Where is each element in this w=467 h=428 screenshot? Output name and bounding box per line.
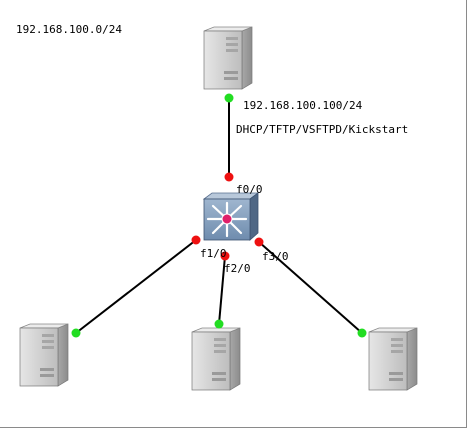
port-dot-f2: [220, 251, 230, 261]
port-dot-f0: [224, 172, 234, 182]
link-switch-client-center: [218, 255, 226, 325]
link-up-dot-client-left: [71, 328, 81, 338]
port-dot-f1: [191, 235, 201, 245]
link-switch-client-right: [258, 241, 363, 334]
link-up-dot-client-right: [357, 328, 367, 338]
link-switch-client-left: [75, 239, 197, 334]
server-ip-label: 192.168.100.100/24: [243, 99, 363, 112]
port-label-f0: f0/0: [236, 183, 263, 196]
port-label-f2: f2/0: [224, 262, 251, 275]
server-icon[interactable]: [203, 26, 253, 90]
port-label-f1: f1/0: [200, 247, 227, 260]
switch-center-dot: [221, 213, 233, 225]
client-center-icon[interactable]: [191, 327, 241, 391]
switch-icon[interactable]: [202, 192, 260, 241]
server-services-label: DHCP/TFTP/VSFTPD/Kickstart: [236, 123, 409, 136]
link-up-dot-server: [224, 93, 234, 103]
client-left-icon[interactable]: [19, 323, 69, 387]
port-label-f3: f3/0: [262, 250, 289, 263]
client-right-icon[interactable]: [368, 327, 418, 391]
link-up-dot-client-center: [214, 319, 224, 329]
port-dot-f3: [254, 237, 264, 247]
network-label: 192.168.100.0/24: [16, 23, 122, 36]
